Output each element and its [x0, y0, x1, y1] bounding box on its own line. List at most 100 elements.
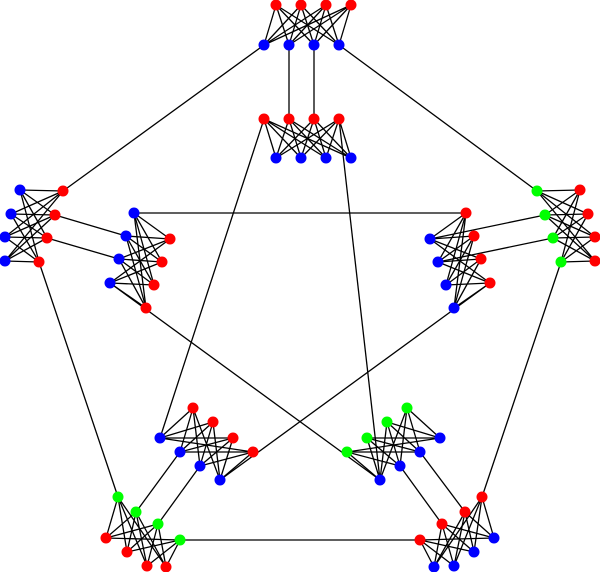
node-blo-a1: [130, 506, 142, 518]
spoke-edge-11: [135, 451, 181, 513]
node-bri-b3: [374, 474, 386, 486]
edge-bro-0-0: [481, 496, 495, 539]
edge-li-0-0: [133, 212, 171, 240]
node-bri-a0: [401, 402, 413, 414]
node-bli-b2: [194, 460, 206, 472]
edge-lo-1-0: [10, 190, 64, 215]
node-ro-a1: [539, 209, 551, 221]
edge-to-2-0: [263, 4, 327, 46]
edge-lo-3-0: [4, 190, 64, 262]
node-bro-a0: [476, 491, 488, 503]
node-to-a0: [270, 0, 282, 11]
node-lo-a1: [5, 208, 17, 220]
edge-ti-2-0: [275, 118, 315, 159]
spoke-edge-8: [46, 237, 120, 260]
node-ri-b1: [432, 256, 444, 268]
node-bli-b1: [174, 446, 186, 458]
node-ro-b2: [589, 231, 600, 243]
spoke-edge-9: [429, 214, 546, 240]
edge-bli-1-2: [199, 421, 214, 467]
node-bri-b2: [394, 460, 406, 472]
edge-bri-0-0: [406, 407, 441, 439]
edge-lo-2-3: [4, 236, 40, 263]
star-edge-19: [219, 282, 491, 481]
edge-bro-2-2: [441, 523, 455, 567]
edge-lo-3-1: [4, 214, 56, 262]
edge-bli-1-3: [212, 421, 221, 481]
node-ro-a2: [547, 232, 559, 244]
node-bli-b0: [154, 432, 166, 444]
node-lo-b3: [33, 256, 45, 268]
node-ti-b0: [270, 152, 282, 164]
node-bro-b0: [488, 532, 500, 544]
node-bro-a2: [436, 518, 448, 530]
node-bri-a3: [341, 446, 353, 458]
edge-blo-0-3: [117, 496, 167, 568]
node-ti-a2: [308, 113, 320, 125]
node-bri-a2: [361, 432, 373, 444]
node-li-a3: [104, 277, 116, 289]
node-lo-b1: [49, 209, 61, 221]
edge-blo-1-1: [126, 511, 137, 553]
node-bli-a0: [187, 402, 199, 414]
node-to-b1: [283, 39, 295, 51]
edge-bri-1-1: [386, 421, 421, 453]
node-li-b3: [140, 302, 152, 314]
node-li-b1: [156, 256, 168, 268]
edge-bro-3-0: [419, 537, 495, 541]
edge-ro-2-0: [552, 189, 581, 239]
node-ro-a0: [531, 185, 543, 197]
edge-ro-3-0: [560, 189, 581, 263]
edge-ri-3-1: [437, 261, 491, 284]
edge-ti-3-0: [275, 118, 340, 159]
spoke-edge-10: [437, 237, 554, 263]
node-lo-a2: [0, 231, 11, 243]
node-bro-b2: [448, 560, 460, 572]
edge-lo-2-2: [4, 236, 48, 239]
node-ti-b2: [320, 152, 332, 164]
node-blo-a3: [174, 534, 186, 546]
edge-bri-1-2: [386, 421, 401, 467]
edge-to-3-1: [288, 4, 352, 46]
edge-bro-3-1: [419, 539, 475, 553]
spoke-edge-7: [54, 214, 127, 237]
node-ri-b3: [448, 302, 460, 314]
edge-ti-3-1: [300, 118, 340, 159]
node-blo-a0: [112, 491, 124, 503]
node-bli-a2: [227, 432, 239, 444]
node-li-a1: [120, 230, 132, 242]
edge-bro-2-3: [433, 523, 443, 568]
node-ro-b1: [582, 208, 594, 220]
edge-lo-2-1: [4, 214, 56, 238]
edge-ro-3-2: [560, 236, 596, 263]
outer-edge-1: [338, 44, 538, 192]
edge-bri-1-0: [386, 421, 441, 439]
node-li-b2: [148, 279, 160, 291]
edge-blo-3-2: [146, 539, 181, 567]
star-edge-17: [338, 118, 381, 481]
graph-edges: [4, 4, 596, 568]
node-to-a2: [320, 0, 332, 11]
node-li-a2: [113, 253, 125, 265]
edge-li-2-0: [118, 238, 171, 260]
spoke-edge-13: [419, 451, 466, 513]
node-bro-b3: [428, 561, 440, 572]
edge-ti-0-0: [263, 118, 277, 159]
node-lo-b0: [57, 185, 69, 197]
node-blo-b3: [160, 561, 172, 572]
node-ti-b3: [345, 152, 357, 164]
edge-ri-3-0: [429, 238, 491, 284]
node-blo-a2: [152, 518, 164, 530]
node-ti-a3: [333, 113, 345, 125]
edge-ti-3-3: [338, 118, 352, 159]
edge-to-0-0: [263, 4, 277, 46]
star-edge-18: [109, 282, 381, 481]
edge-bri-3-0: [346, 437, 441, 453]
node-ti-a0: [258, 113, 270, 125]
node-blo-b2: [141, 560, 153, 572]
edge-bro-2-1: [441, 523, 475, 553]
edge-bri-3-2: [346, 451, 401, 467]
node-ri-a1: [468, 230, 480, 242]
